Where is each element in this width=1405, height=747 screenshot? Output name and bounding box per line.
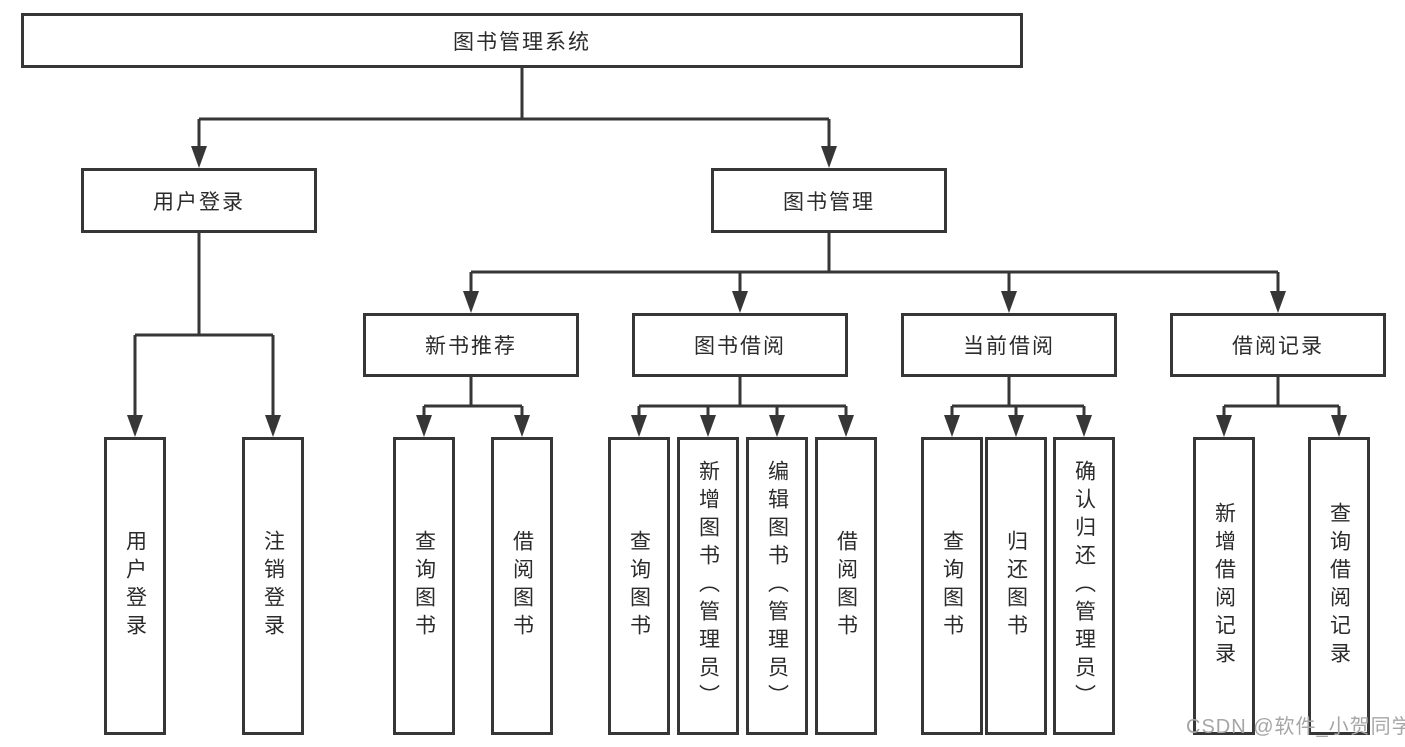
leaf-label: 归还图书 [1004, 530, 1028, 642]
leaf-label: 借阅图书 [510, 530, 534, 642]
leaf-label: 查询图书 [940, 530, 964, 642]
leaf-label: 确认归还（管理员） [1072, 460, 1096, 712]
leaf-label: 用户登录 [123, 530, 147, 642]
node-leaf-borrow-book-recommend: 借阅图书 [491, 437, 553, 735]
node-library-management-system: 图书管理系统 [21, 13, 1023, 68]
leaf-label: 注销登录 [261, 530, 285, 642]
node-current-borrowing: 当前借阅 [901, 313, 1117, 377]
node-leaf-add-book-admin: 新增图书（管理员） [677, 437, 739, 735]
node-leaf-return-book: 归还图书 [985, 437, 1047, 735]
node-leaf-query-borrow-record: 查询借阅记录 [1308, 437, 1370, 735]
leaf-label: 新增借阅记录 [1212, 502, 1236, 670]
node-new-book-recommendation: 新书推荐 [363, 313, 579, 377]
node-leaf-add-borrow-record: 新增借阅记录 [1193, 437, 1255, 735]
leaf-label: 查询图书 [412, 530, 436, 642]
leaf-label: 新增图书（管理员） [696, 460, 720, 712]
node-leaf-query-book-borrowing: 查询图书 [608, 437, 670, 735]
node-leaf-confirm-return-admin: 确认归还（管理员） [1053, 437, 1115, 735]
leaf-label: 查询借阅记录 [1327, 502, 1351, 670]
node-book-management: 图书管理 [711, 168, 947, 233]
node-borrowing-records: 借阅记录 [1170, 313, 1386, 377]
node-leaf-query-book-recommend: 查询图书 [393, 437, 455, 735]
node-book-borrowing: 图书借阅 [632, 313, 848, 377]
leaf-label: 编辑图书（管理员） [765, 460, 789, 712]
leaf-label: 查询图书 [627, 530, 651, 642]
watermark-text: CSDN @软件_小贺同学 [1186, 716, 1405, 738]
leaf-label: 借阅图书 [834, 530, 858, 642]
node-leaf-borrow-book: 借阅图书 [815, 437, 877, 735]
node-leaf-edit-book-admin: 编辑图书（管理员） [746, 437, 808, 735]
node-leaf-query-book-current: 查询图书 [921, 437, 983, 735]
node-user-login: 用户登录 [81, 168, 317, 233]
node-leaf-logout: 注销登录 [242, 437, 304, 735]
node-leaf-user-login: 用户登录 [104, 437, 166, 735]
